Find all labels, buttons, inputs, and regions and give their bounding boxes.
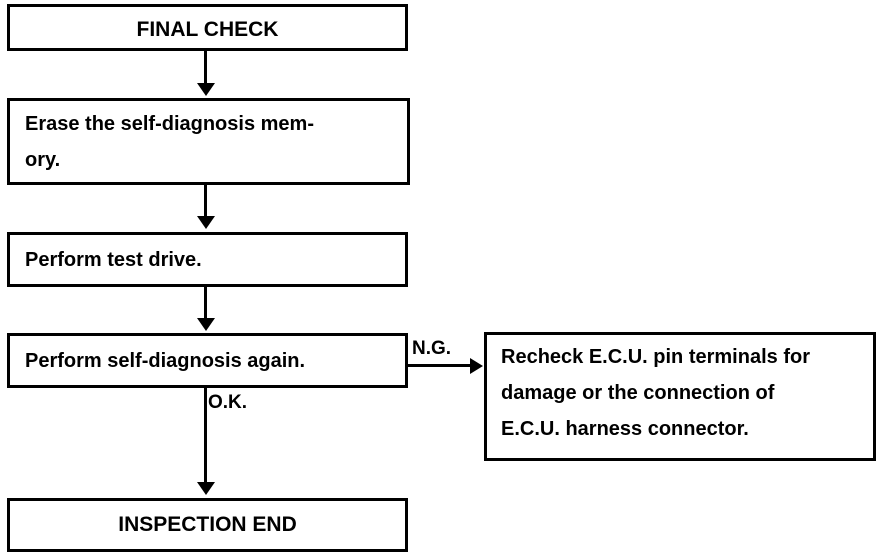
node-final-check: FINAL CHECK: [7, 4, 408, 51]
connector-test-drive-to-self-diagnosis: [204, 287, 207, 320]
edge-label-ok: O.K.: [208, 392, 248, 413]
node-test-drive-line-1: Perform test drive.: [25, 249, 202, 271]
connector-ok-branch: [204, 388, 207, 484]
node-self-diagnosis-again: Perform self-diagnosis again.: [7, 333, 408, 388]
connector-erase-to-test-drive: [204, 185, 207, 218]
node-final-check-line-1: FINAL CHECK: [136, 18, 279, 41]
node-erase-memory-line-2: ory.: [25, 149, 61, 171]
node-recheck-ecu-line-1: Recheck E.C.U. pin terminals for: [501, 346, 810, 368]
node-test-drive: Perform test drive.: [7, 232, 408, 287]
arrow-test-drive-to-self-diagnosis: [197, 318, 215, 331]
arrow-ok-branch: [197, 482, 215, 495]
arrow-erase-to-test-drive: [197, 216, 215, 229]
node-inspection-end-line-1: INSPECTION END: [118, 513, 297, 536]
node-self-diagnosis-again-line-1: Perform self-diagnosis again.: [25, 350, 306, 372]
connector-final-check-to-erase: [204, 51, 207, 85]
node-recheck-ecu: Recheck E.C.U. pin terminals for damage …: [484, 332, 876, 461]
connector-ng-branch: [408, 364, 472, 367]
arrow-ng-branch: [470, 358, 483, 374]
node-erase-memory: Erase the self-diagnosis mem- ory.: [7, 98, 410, 185]
node-recheck-ecu-line-3: E.C.U. harness connector.: [501, 418, 749, 440]
node-recheck-ecu-line-2: damage or the connection of: [501, 382, 775, 404]
node-inspection-end: INSPECTION END: [7, 498, 408, 552]
arrow-final-check-to-erase: [197, 83, 215, 96]
edge-label-ng: N.G.: [412, 338, 452, 359]
node-erase-memory-line-1: Erase the self-diagnosis mem-: [25, 113, 314, 135]
